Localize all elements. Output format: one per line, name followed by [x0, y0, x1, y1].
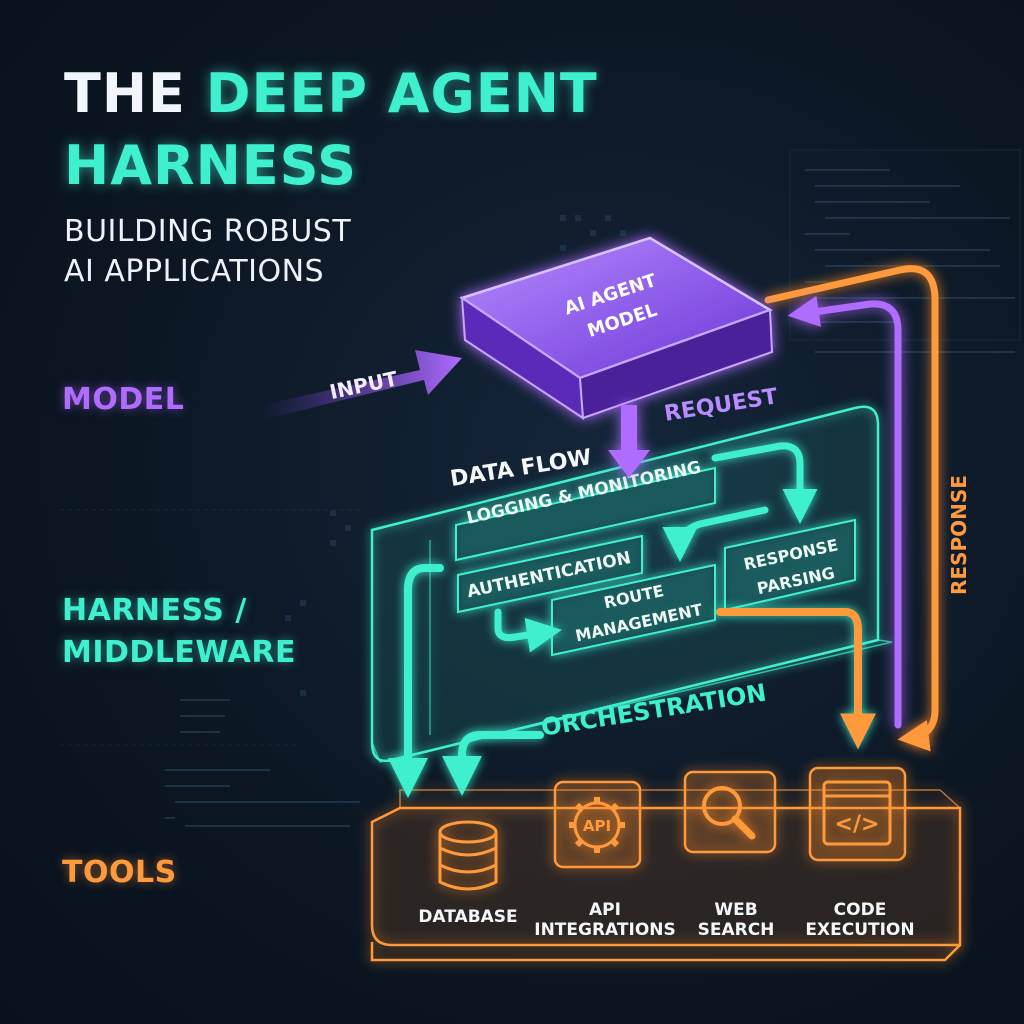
- tool-api-integrations: API API INTEGRATIONS: [534, 780, 676, 940]
- request-label: REQUEST: [663, 384, 780, 427]
- layer-label-harness-line1: HARNESS /: [62, 593, 247, 628]
- subtitle-line2: AI APPLICATIONS: [64, 254, 325, 289]
- code-window-icon: [822, 780, 892, 846]
- module-response-parsing: RESPONSE PARSING: [724, 518, 856, 612]
- page-subtitle: BUILDING ROBUST AI APPLICATIONS: [64, 212, 351, 292]
- api-gear-icon: [569, 797, 625, 853]
- response-arrow: [764, 265, 939, 752]
- tool-label: EXECUTION: [805, 920, 914, 940]
- tool-label: INTEGRATIONS: [534, 920, 676, 940]
- internal-flow-arrows: [494, 442, 818, 653]
- return-arrow: [787, 295, 902, 729]
- request-arrow: [608, 405, 650, 478]
- orchestration-arrow: [388, 564, 876, 798]
- tool-label: API: [589, 900, 621, 920]
- input-label: INPUT: [327, 366, 400, 404]
- magnifier-icon: [702, 786, 756, 840]
- title-cyan: DEEP AGENT: [205, 62, 598, 125]
- layer-label-harness: HARNESS / MIDDLEWARE: [62, 590, 296, 674]
- api-icon-text: API: [583, 817, 611, 835]
- page-title: THE DEEP AGENT HARNESS: [64, 58, 598, 202]
- ai-agent-model-block: AI AGENT MODEL: [459, 236, 774, 420]
- tool-code-execution: </> CODE EXECUTION: [805, 766, 915, 940]
- response-label: RESPONSE: [947, 475, 971, 595]
- input-arrow: INPUT: [262, 350, 462, 420]
- layer-label-harness-line2: MIDDLEWARE: [62, 635, 296, 670]
- tool-label: SEARCH: [698, 920, 775, 940]
- code-icon-text: </>: [835, 812, 880, 837]
- tool-label: DATABASE: [418, 907, 517, 927]
- title-line2: HARNESS: [64, 134, 358, 197]
- layer-label-model: MODEL: [62, 382, 185, 417]
- tools-platform: [370, 789, 962, 962]
- tool-database: DATABASE: [418, 820, 518, 927]
- tool-web-search: WEB SEARCH: [683, 770, 777, 940]
- layer-label-tools: TOOLS: [62, 855, 177, 890]
- title-white: THE: [64, 62, 206, 125]
- subtitle-line1: BUILDING ROBUST: [64, 214, 352, 249]
- database-icon: [438, 820, 498, 891]
- tool-label: CODE: [834, 900, 887, 920]
- tool-label: WEB: [714, 900, 757, 920]
